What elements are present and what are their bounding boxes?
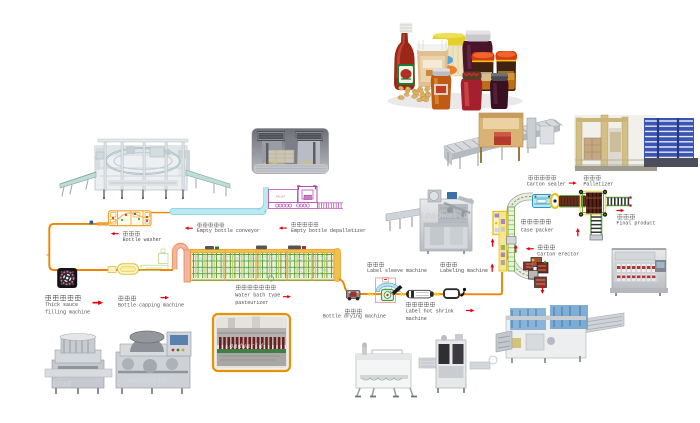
svg-text:Loadwald: Loadwald: [128, 376, 167, 385]
svg-text:Carton sealer: Carton sealer: [527, 182, 566, 188]
svg-text:Water bath type: Water bath type: [235, 293, 280, 299]
svg-text:Case packer: Case packer: [521, 228, 554, 234]
svg-text:Palletizer: Palletizer: [583, 182, 613, 188]
svg-text:Labeling machine: Labeling machine: [440, 268, 488, 274]
svg-text:Bottle capping machine: Bottle capping machine: [118, 303, 184, 309]
svg-text:PALLET: PALLET: [276, 196, 286, 199]
svg-text:Label hot shrink: Label hot shrink: [406, 309, 454, 315]
svg-text:Loadwatld: Loadwatld: [420, 211, 469, 221]
svg-text:Carton erector: Carton erector: [537, 252, 579, 258]
svg-text:Load: Load: [52, 380, 71, 389]
svg-text:filling machine: filling machine: [45, 310, 90, 316]
svg-text:Final product: Final product: [616, 220, 655, 226]
svg-text:Bottle washer: Bottle washer: [123, 237, 162, 243]
svg-text:Empty bottle depalletizer: Empty bottle depalletizer: [291, 228, 366, 234]
svg-text:Empty bottle conveyor: Empty bottle conveyor: [197, 228, 260, 234]
svg-text:Thick sauce: Thick sauce: [45, 302, 78, 308]
svg-text:Label sleeve machine: Label sleeve machine: [367, 268, 427, 274]
svg-text:Loadwarld: Loadwarld: [225, 343, 264, 351]
svg-text:machine: machine: [406, 316, 427, 322]
svg-text:pasteurizer: pasteurizer: [235, 300, 268, 306]
svg-text:Bottle drying machine: Bottle drying machine: [323, 314, 386, 320]
